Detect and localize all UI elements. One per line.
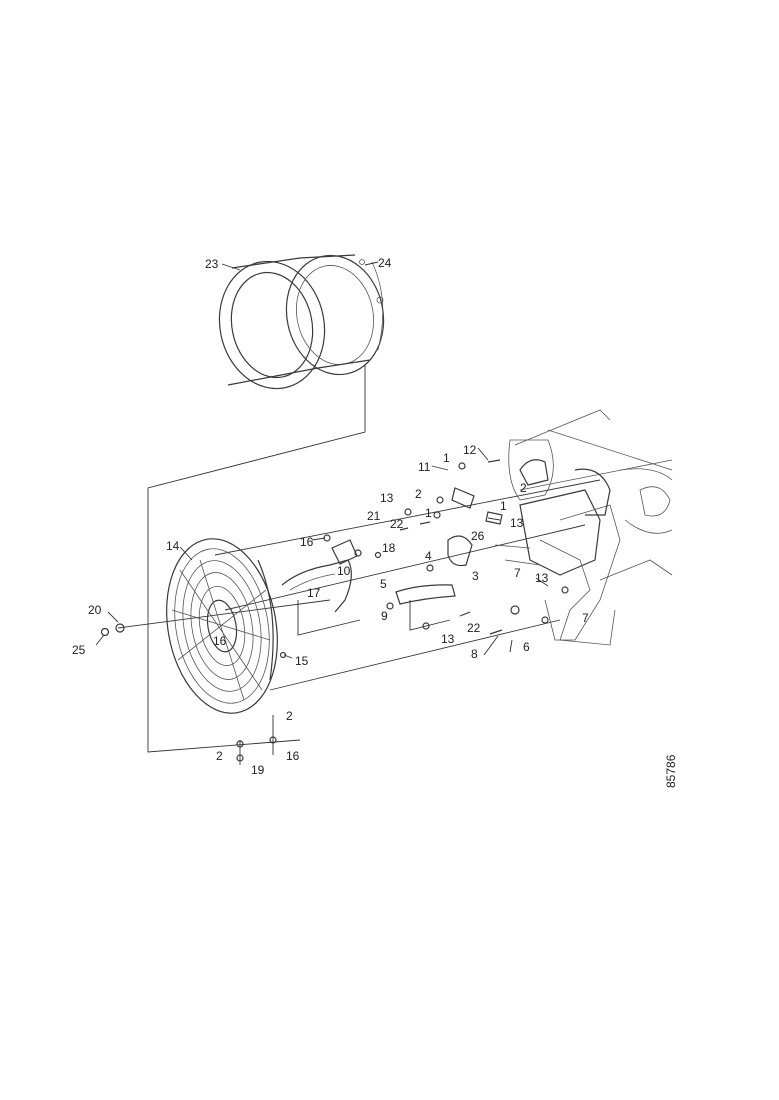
callout-21: 21 xyxy=(367,509,381,523)
callout-5: 5 xyxy=(380,577,387,591)
callout-18: 18 xyxy=(382,541,396,555)
callout-16a: 16 xyxy=(300,535,314,549)
callout-1c: 1 xyxy=(500,499,507,513)
callout-9: 9 xyxy=(381,609,388,623)
callout-4: 4 xyxy=(425,549,432,563)
callout-8: 8 xyxy=(471,647,478,661)
callout-2c: 2 xyxy=(216,749,223,763)
callout-11: 11 xyxy=(418,460,431,474)
callout-3: 3 xyxy=(472,569,479,583)
callout-6: 6 xyxy=(523,640,530,654)
shroud-ring-assembly xyxy=(218,254,385,390)
callout-16c: 16 xyxy=(286,749,300,763)
callout-1a: 1 xyxy=(443,451,450,465)
callout-7b: 7 xyxy=(582,611,589,625)
callout-22b: 22 xyxy=(467,621,481,635)
callout-13a: 13 xyxy=(380,491,394,505)
callout-17: 17 xyxy=(307,586,321,600)
figure-reference-number: 85786 xyxy=(664,754,678,788)
callout-19: 19 xyxy=(251,763,265,777)
callout-labels: 23 24 12 11 1 13 2 1 22 13 26 21 16 18 4… xyxy=(72,256,589,777)
engine-outline xyxy=(494,409,673,646)
callout-16b: 16 xyxy=(213,634,227,648)
callout-22a: 22 xyxy=(390,517,404,531)
callout-23: 23 xyxy=(205,257,219,271)
clamps xyxy=(395,487,503,605)
callout-15: 15 xyxy=(295,654,309,668)
callout-2a: 2 xyxy=(415,487,422,501)
callout-12: 12 xyxy=(463,443,477,457)
callout-26: 26 xyxy=(471,529,485,543)
callout-13b: 13 xyxy=(510,516,524,530)
fasteners xyxy=(100,459,569,762)
callout-24: 24 xyxy=(378,256,392,270)
callout-7a: 7 xyxy=(514,566,521,580)
callout-13d: 13 xyxy=(441,632,455,646)
callout-2b: 2 xyxy=(286,709,293,723)
callout-10: 10 xyxy=(337,564,351,578)
callout-14: 14 xyxy=(166,539,180,553)
callout-2d: 2 xyxy=(520,481,527,495)
callout-13c: 13 xyxy=(535,571,549,585)
callout-leaders xyxy=(95,261,549,659)
fan-guard xyxy=(166,538,278,714)
callout-20: 20 xyxy=(88,603,102,617)
callout-25: 25 xyxy=(72,643,86,657)
callout-1b: 1 xyxy=(425,506,432,520)
assembly-guide-lines xyxy=(117,365,601,765)
